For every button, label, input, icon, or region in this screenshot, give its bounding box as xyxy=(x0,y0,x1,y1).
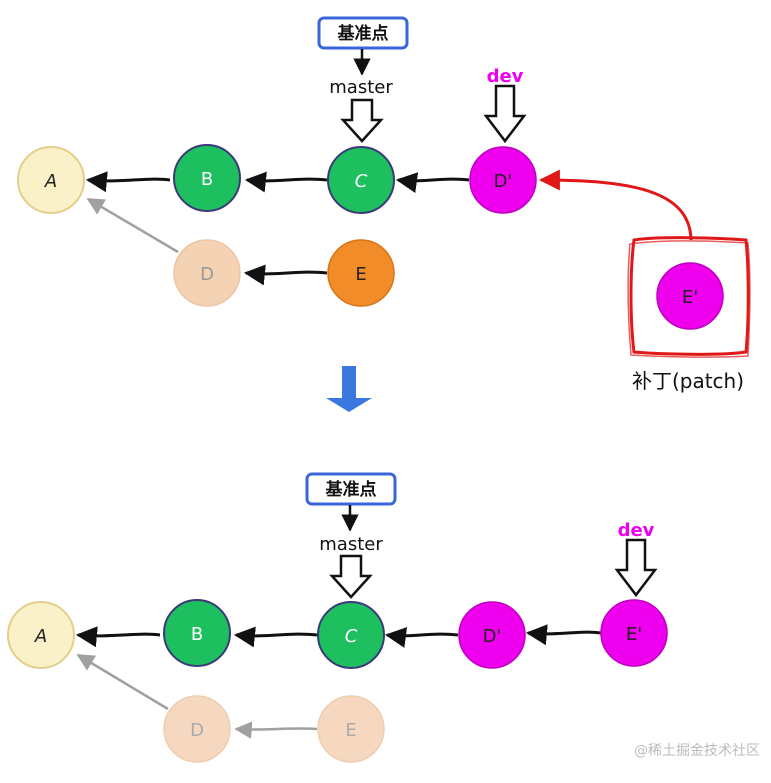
top-commit-e-label: E xyxy=(355,264,366,285)
top-master-pointer-icon xyxy=(340,98,384,143)
bottom-master-pointer-icon xyxy=(329,554,373,599)
top-commit-e-prime-label: E' xyxy=(682,287,698,308)
top-master-label: master xyxy=(329,77,393,98)
top-commit-d-prime-label: D' xyxy=(494,171,513,192)
top-commit-a-label: A xyxy=(44,171,57,192)
top-commit-e-prime: E' xyxy=(656,262,724,330)
bottom-commit-a-label: A xyxy=(34,626,47,647)
top-commit-c-label: C xyxy=(355,171,368,192)
top-baseline-tag: 基准点 xyxy=(317,16,409,50)
top-baseline-tag-label: 基准点 xyxy=(337,23,389,44)
top-commit-d-label: D xyxy=(200,264,214,285)
bottom-commit-b: B xyxy=(163,599,231,667)
bottom-dev-label: dev xyxy=(618,520,655,541)
bottom-commit-e-prime-label: E' xyxy=(626,624,642,645)
bottom-commit-b-label: B xyxy=(191,624,203,645)
bottom-edge-d-a xyxy=(76,653,169,711)
bottom-commit-e-prime: E' xyxy=(600,599,668,667)
bottom-edge-e-d xyxy=(234,721,318,739)
bottom-master-label: master xyxy=(319,534,383,555)
top-commit-b: B xyxy=(173,144,241,212)
top-patch-arrow xyxy=(538,169,693,241)
bottom-dev-pointer-icon xyxy=(614,538,658,598)
bottom-commit-e-label: E xyxy=(345,720,356,741)
top-edge-b-a xyxy=(85,171,171,193)
bottom-baseline-tag-label: 基准点 xyxy=(325,479,377,500)
top-commit-c: C xyxy=(327,146,395,214)
top-edge-d-a xyxy=(86,197,179,254)
top-dev-label: dev xyxy=(487,66,524,87)
top-patch-caption: 补丁(patch) xyxy=(632,369,744,393)
bottom-commit-c-label: C xyxy=(345,626,358,647)
bottom-commit-e: E xyxy=(317,695,385,763)
bottom-commit-d: D xyxy=(163,695,231,763)
top-commit-e: E xyxy=(327,239,395,307)
bottom-commit-a: A xyxy=(7,601,75,669)
bottom-commit-d-prime-label: D' xyxy=(483,626,502,647)
top-commit-d: D xyxy=(173,239,241,307)
top-commit-a: A xyxy=(17,146,85,214)
bottom-commit-c: C xyxy=(317,601,385,669)
top-edge-e-d xyxy=(243,264,328,286)
transition-arrow-icon xyxy=(326,366,372,412)
top-diagram: 基准点 master dev A B C D' xyxy=(17,16,751,393)
watermark: @稀土掘金技术社区 xyxy=(634,743,760,759)
bottom-diagram: 基准点 master dev A B C D' E' xyxy=(7,472,668,763)
top-commit-b-label: B xyxy=(201,169,213,190)
top-patch-box xyxy=(627,236,751,358)
top-commit-d-prime: D' xyxy=(469,146,537,214)
bottom-edge-dprime-c xyxy=(384,627,459,648)
bottom-edge-c-b xyxy=(233,626,318,648)
bottom-baseline-tag: 基准点 xyxy=(305,472,397,506)
bottom-edge-b-a xyxy=(75,626,161,648)
bottom-commit-d-label: D xyxy=(190,720,204,741)
top-dev-pointer-icon xyxy=(483,84,527,144)
top-edge-c-b xyxy=(244,171,328,193)
top-edge-dprime-c xyxy=(395,172,470,193)
bottom-edge-eprime-dprime xyxy=(525,624,602,646)
bottom-commit-d-prime: D' xyxy=(458,601,526,669)
